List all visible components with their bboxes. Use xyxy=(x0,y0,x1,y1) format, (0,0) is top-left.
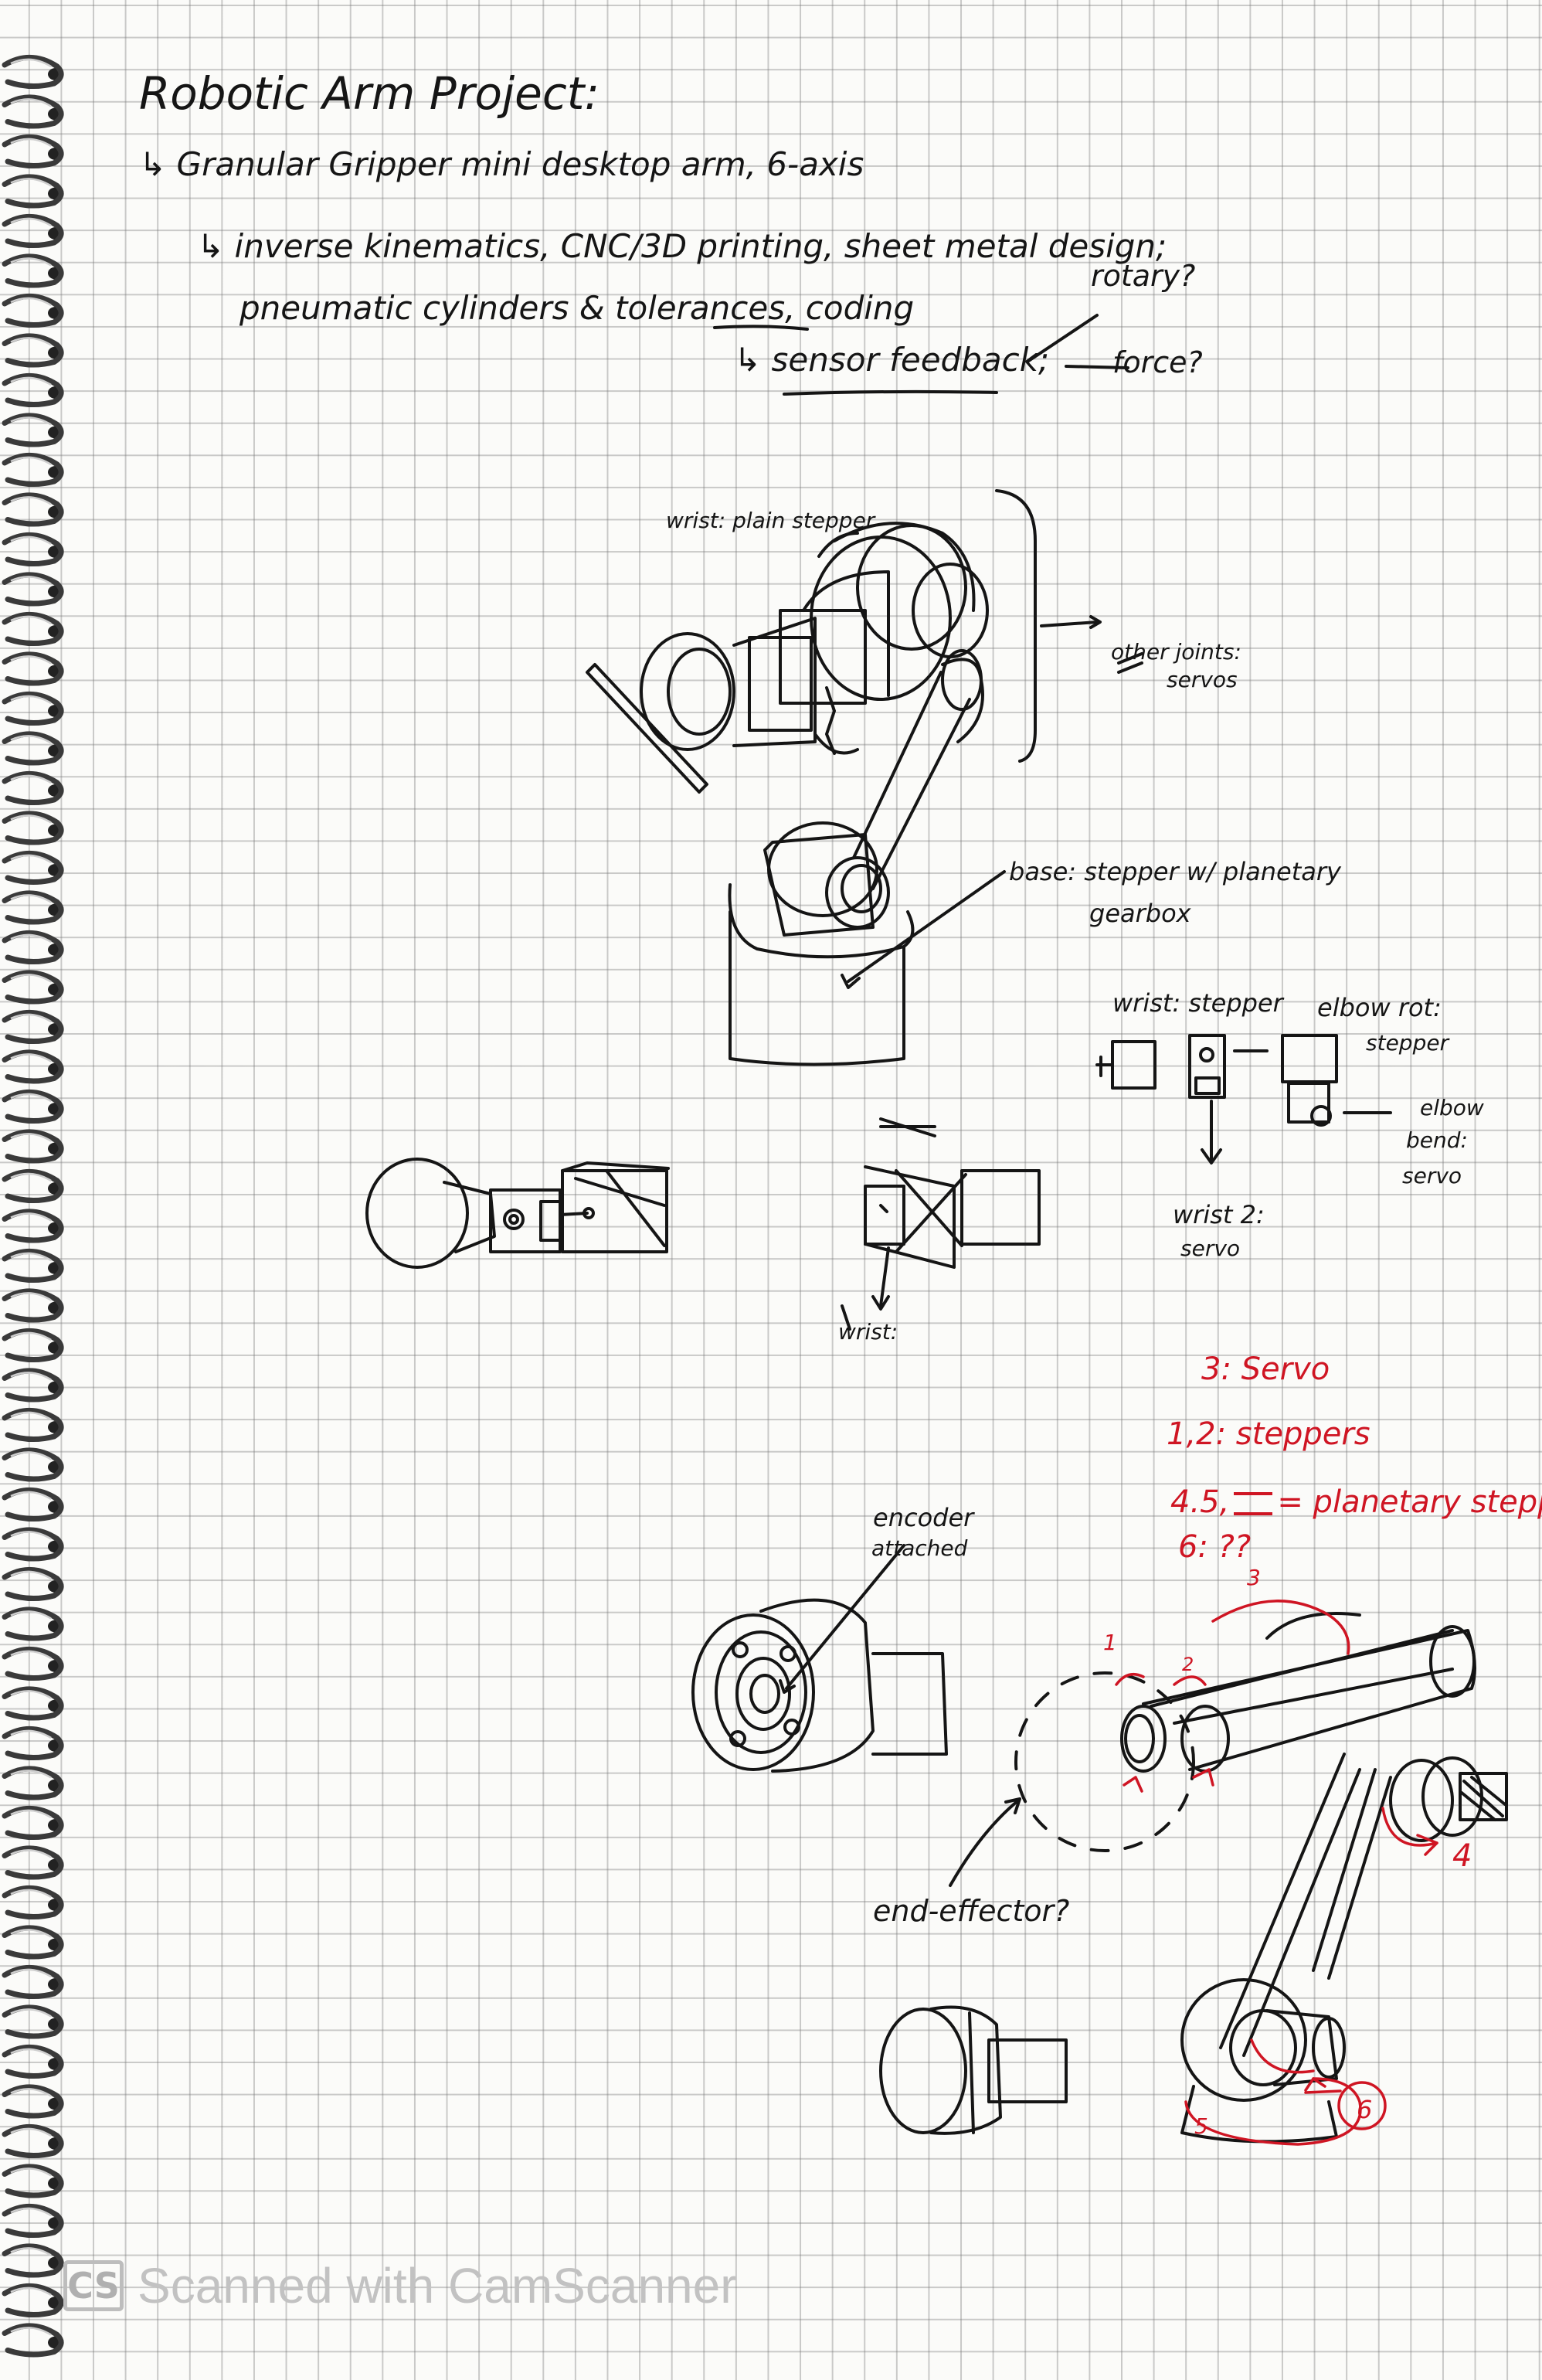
camscanner-logo: CS xyxy=(63,2260,124,2311)
arm-sketch-top xyxy=(587,491,1142,889)
base-sketch xyxy=(729,823,1004,1065)
joint-diagram xyxy=(1097,1035,1391,1163)
end-effector-pointer xyxy=(950,1799,1020,1885)
wrist-sketch-left xyxy=(367,1159,668,1267)
underline-sensor-feedback xyxy=(784,392,997,394)
branch-rotary xyxy=(1027,315,1097,362)
branch-force xyxy=(1066,366,1128,368)
encoder-sketch xyxy=(693,1545,946,1771)
gripper-sketch xyxy=(881,2008,1066,2134)
crossed-sketch xyxy=(842,1119,1039,1329)
camscanner-watermark: CS Scanned with CamScanner xyxy=(63,2255,737,2317)
six-axis-arm-sketch xyxy=(1122,1613,1506,2141)
watermark-text: Scanned with CamScanner xyxy=(138,2257,737,2314)
underline-coding xyxy=(715,326,807,329)
